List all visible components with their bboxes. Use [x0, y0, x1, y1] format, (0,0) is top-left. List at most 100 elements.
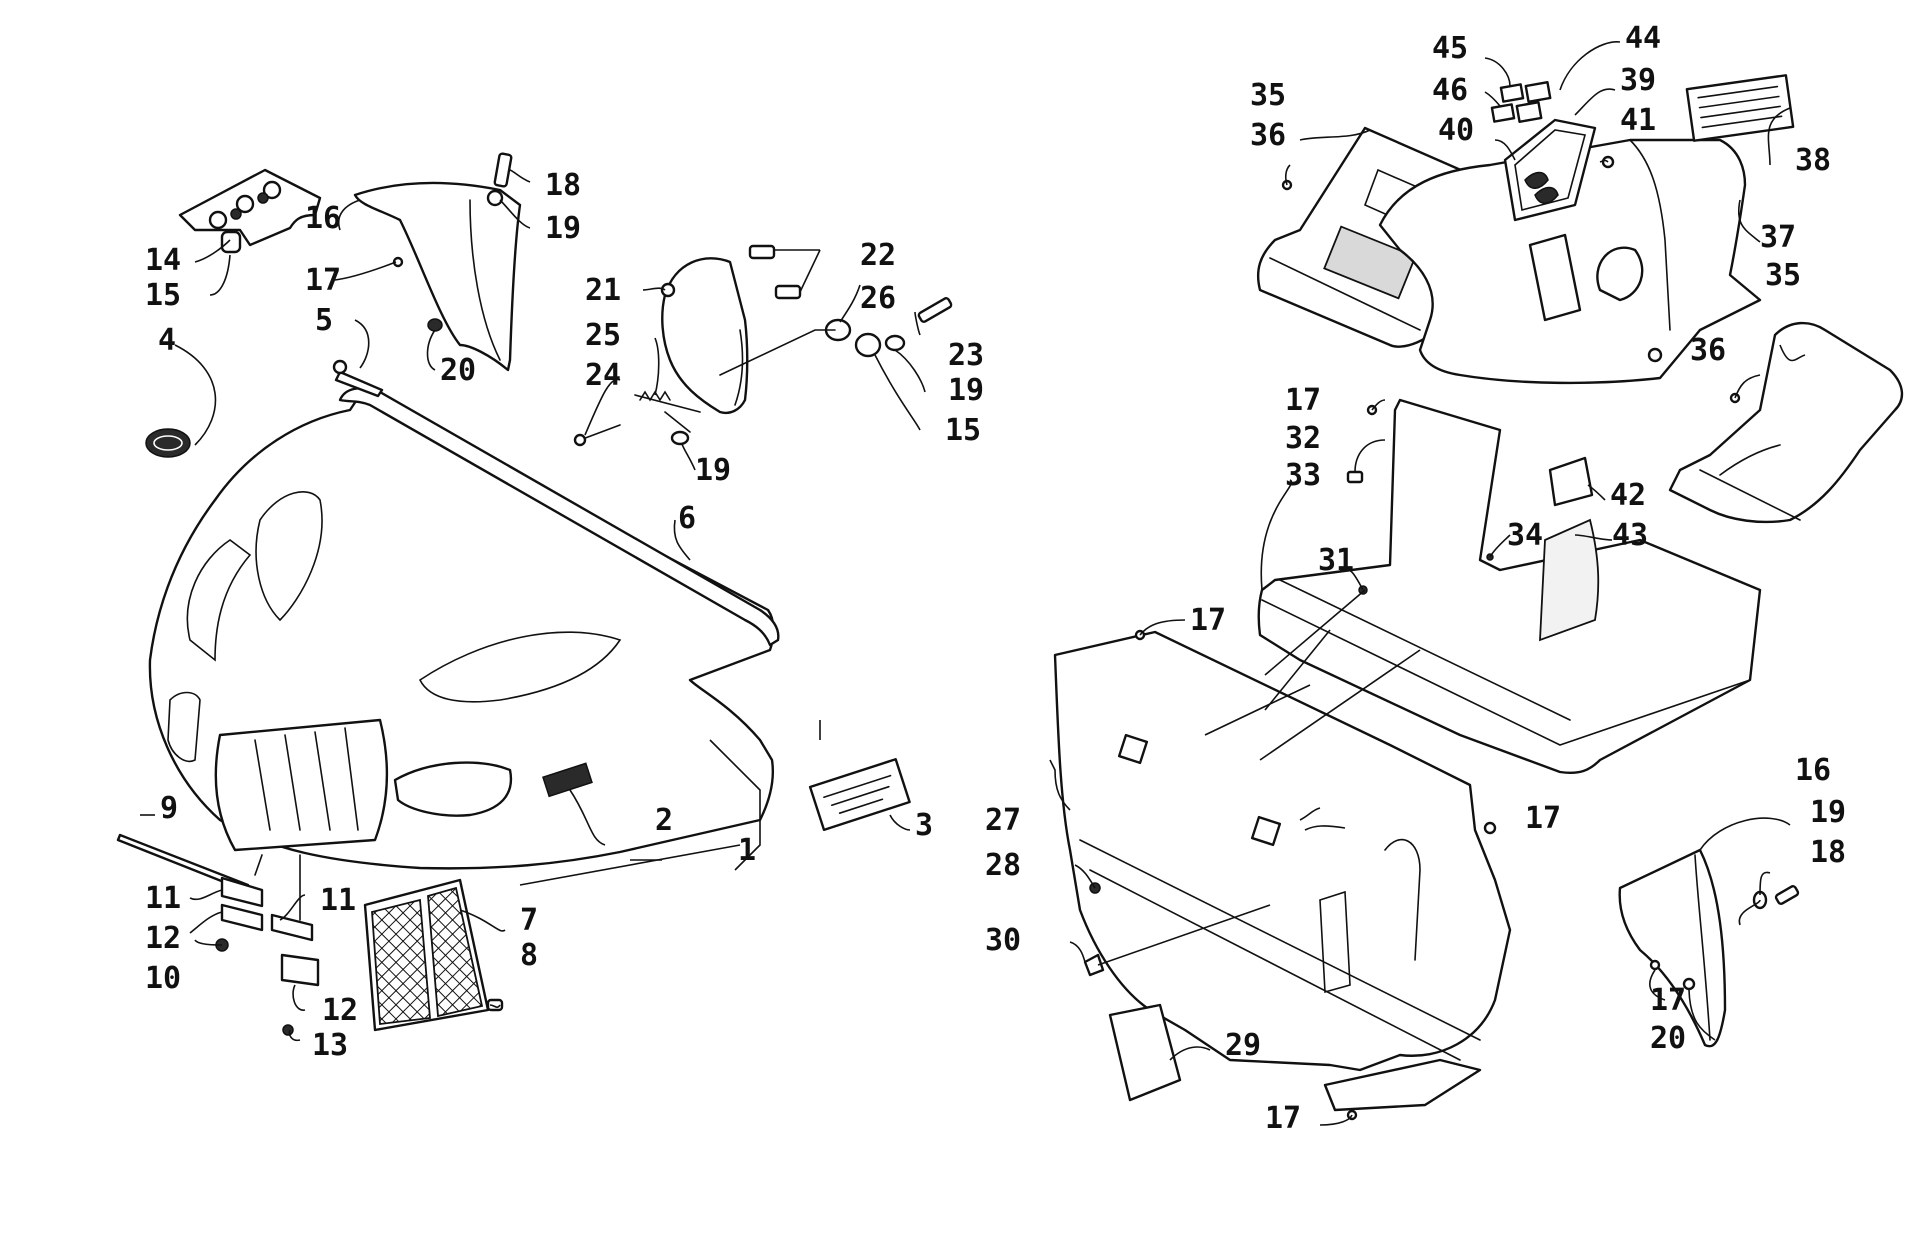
panel-bracket-vert: [1319, 890, 1351, 994]
callout-34: 34: [1507, 518, 1543, 553]
callout-23: 23: [948, 338, 984, 373]
callout-41: 41: [1620, 103, 1656, 138]
callout-11a: 11: [145, 881, 181, 916]
grille-fin-3: [314, 731, 331, 831]
callout-11b: 11: [320, 883, 356, 918]
callout-28: 28: [985, 848, 1021, 883]
callout-17f: 17: [1650, 983, 1686, 1018]
callout-5: 5: [315, 303, 333, 338]
callout-17a: 17: [305, 263, 341, 298]
tray-label: [1323, 225, 1417, 300]
callout-46: 46: [1432, 73, 1468, 108]
callout-18b: 18: [1810, 835, 1846, 870]
callout-21: 21: [585, 273, 621, 308]
callout-18a: 18: [545, 168, 581, 203]
fender-washer-19a: [486, 189, 504, 207]
adjust-screw: [579, 424, 621, 441]
callout-36b: 36: [1690, 333, 1726, 368]
callout-17e: 17: [1265, 1101, 1301, 1136]
floor-clip-32: [1346, 470, 1364, 484]
callout-24: 24: [585, 358, 621, 393]
callout-29: 29: [1225, 1028, 1261, 1063]
callout-13: 13: [312, 1028, 348, 1063]
instrument-bracket: [178, 168, 322, 254]
panel-mud-flap: [1108, 1003, 1182, 1102]
leader-lines: [140, 41, 1806, 1126]
hinge-plate-left: [220, 903, 264, 932]
storage-tray-right: [1668, 321, 1904, 524]
callout-35a: 35: [1250, 78, 1286, 113]
fender-bolt-18a: [493, 152, 513, 188]
callout-30: 30: [985, 923, 1021, 958]
callout-19a: 19: [545, 211, 581, 246]
headlight-left: [167, 691, 201, 762]
callout-42: 42: [1610, 478, 1646, 513]
floor-cover-42: [1548, 456, 1594, 507]
grille-fin-1: [254, 739, 271, 831]
callout-36a: 36: [1250, 118, 1286, 153]
callout-12a: 12: [145, 921, 181, 956]
callout-4: 4: [158, 323, 176, 358]
panel-port-lower: [1250, 815, 1282, 847]
hinge-nut-13: [282, 1024, 294, 1036]
callout-10: 10: [145, 961, 181, 996]
grille-fin-2: [284, 734, 301, 831]
shift-plate: [1503, 118, 1615, 222]
washer-19b: [884, 334, 906, 352]
panel-rivet-30: [1083, 953, 1105, 977]
callout-43: 43: [1612, 518, 1648, 553]
console-cupholder: [1596, 246, 1644, 302]
grille-fin-4: [344, 727, 359, 831]
callout-labels: 1 2 3 4 5 6 7 8 9 10 11 11 12 12 13 14 1…: [145, 21, 1846, 1136]
callout-37: 37: [1760, 220, 1796, 255]
callout-20b: 20: [1650, 1021, 1686, 1056]
callout-33: 33: [1285, 458, 1321, 493]
callout-1: 1: [738, 833, 756, 868]
front-grille-fascia: [214, 718, 389, 852]
fender-nut-20a: [427, 318, 443, 332]
front-hood-assembly: [145, 359, 911, 870]
hinge-plate-right: [280, 953, 320, 987]
floorboard-panel: [1257, 398, 1762, 774]
callout-17c: 17: [1190, 603, 1226, 638]
callout-3: 3: [915, 808, 933, 843]
callout-16a: 16: [305, 201, 341, 236]
callout-7: 7: [520, 903, 538, 938]
callout-27: 27: [985, 803, 1021, 838]
hood-intake-left: [186, 539, 252, 662]
panel-port-upper: [1117, 733, 1149, 765]
callout-44: 44: [1625, 21, 1661, 56]
callout-8: 8: [520, 938, 538, 973]
screw-23: [917, 297, 953, 323]
callout-31: 31: [1318, 543, 1354, 578]
fender-bolt-18b: [1774, 885, 1800, 905]
callout-19b: 19: [948, 373, 984, 408]
hood-vent-outline: [418, 631, 622, 703]
switch-set: [1490, 81, 1552, 123]
hinge-strap-right: [270, 913, 314, 942]
callout-2: 2: [655, 803, 673, 838]
callout-9: 9: [160, 791, 178, 826]
headlight-assembly: [573, 244, 953, 447]
callout-38: 38: [1795, 143, 1831, 178]
fender-screw-17f: [1649, 959, 1661, 971]
mount-bolt-22b: [774, 284, 802, 300]
callout-45: 45: [1432, 31, 1468, 66]
callout-32: 32: [1285, 421, 1321, 456]
headlight-right: [393, 761, 513, 817]
callout-12b: 12: [322, 993, 358, 1028]
callout-22: 22: [860, 238, 896, 273]
hood-latch-pin: [334, 370, 384, 398]
callout-35b: 35: [1765, 258, 1801, 293]
hood-emblem: [145, 428, 191, 458]
hood-decal: [808, 758, 911, 832]
side-reflector: [542, 762, 593, 798]
callout-19d: 19: [1810, 795, 1846, 830]
callout-25: 25: [585, 318, 621, 353]
panel-lower-bracket: [1323, 1058, 1482, 1112]
callout-17d: 17: [1525, 801, 1561, 836]
callout-26: 26: [860, 281, 896, 316]
hood-scoop: [255, 491, 323, 622]
rear-console-fender: [1378, 138, 1762, 385]
